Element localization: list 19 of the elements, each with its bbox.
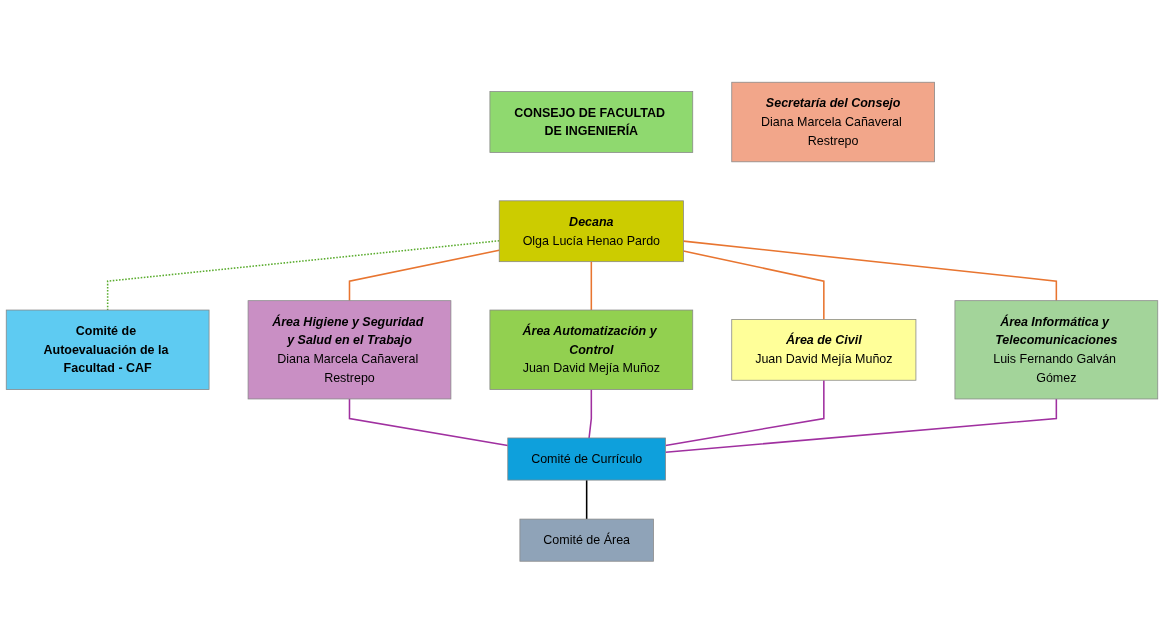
connector [588, 388, 593, 439]
connector [590, 260, 593, 311]
connector [348, 249, 500, 302]
node-box: Secretaría del Consejo Diana Marcela Cañaveral Restrepo [731, 81, 935, 162]
connector [664, 379, 825, 447]
node-box: Área Automatización y Control Juan David Mejía Muñoz [489, 309, 694, 390]
connector [585, 479, 588, 520]
node-box: Comité de Currículo [507, 437, 666, 481]
node-box: Área Informática y Telecomunicaciones Luis Fernando Galván Gómez [954, 300, 1159, 400]
connector [348, 397, 509, 447]
node-box: Área de Civil Juan David Mejía Muñoz [731, 318, 917, 381]
node-box: Decana Olga Lucía Henao Pardo [498, 200, 684, 262]
connector [682, 240, 1058, 302]
connector [664, 397, 1058, 453]
node-box: Comité de Área [519, 518, 654, 562]
node-box: Área Higiene y Seguridad y Salud en el Trabajo Diana Marcela Cañaveral Restrepo [247, 300, 452, 400]
connector [682, 250, 825, 320]
node-box: Comité de Autoevaluación de la Facultad - CAF [5, 309, 210, 390]
node-box: CONSEJO DE FACULTAD DE INGENIERÍA [489, 91, 694, 153]
